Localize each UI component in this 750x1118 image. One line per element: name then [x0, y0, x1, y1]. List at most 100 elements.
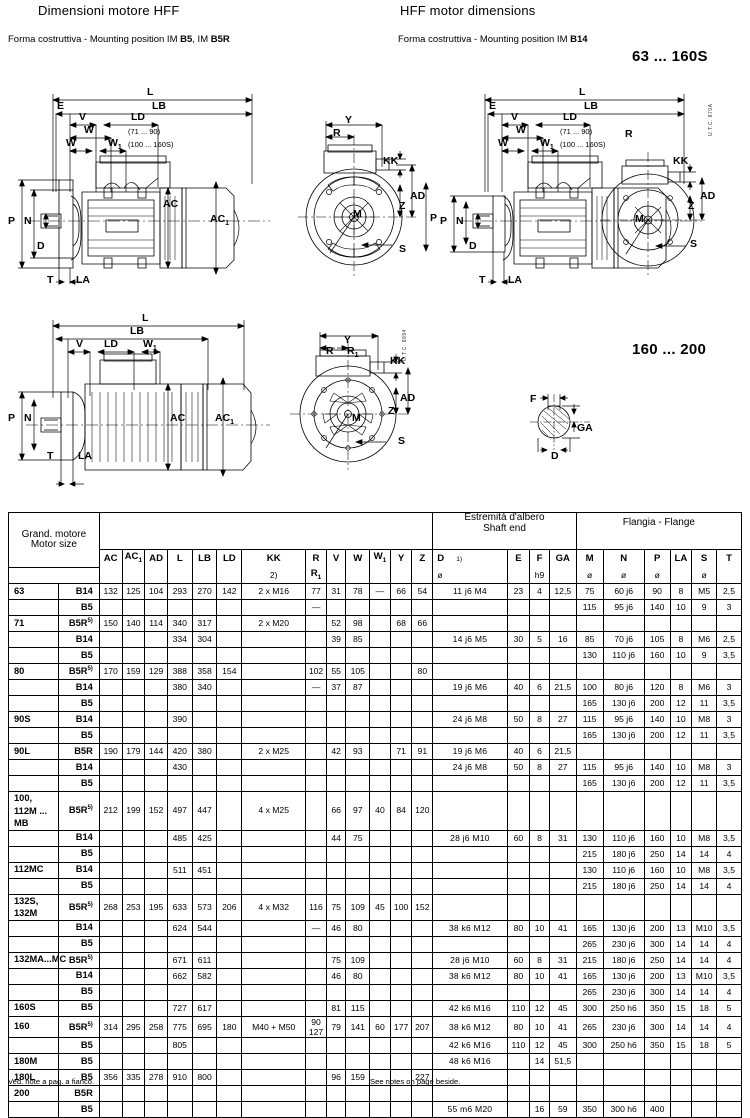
cell-R — [305, 877, 327, 895]
motor-size-cell: 90L — [8, 743, 59, 760]
cell-F: 5 — [529, 631, 550, 648]
subtitle-en-b14: B14 — [570, 34, 588, 45]
mounting-type-cell: B5R5) — [57, 663, 100, 680]
header-motor-size-pad — [8, 567, 100, 584]
cell-LD — [216, 877, 243, 895]
dim-label-L-2: L — [579, 86, 586, 98]
note-100-160S-b: (100 ... 160S) — [560, 140, 606, 149]
cell-LD — [216, 951, 243, 969]
cell-D: 55 m6 M20 — [432, 1101, 508, 1118]
size-range-bottom-label: 160 ... 200 — [632, 341, 707, 358]
cell-Z — [411, 1085, 434, 1103]
cell-W — [345, 727, 371, 744]
dim-label-LB-1: LB — [152, 100, 166, 112]
cell-V: 44 — [325, 829, 347, 847]
cell-D: 14 j6 M5 — [432, 631, 508, 648]
sub-LB — [191, 567, 218, 584]
cell-AD: 258 — [144, 1015, 168, 1039]
cell-P: 200 — [643, 695, 671, 712]
motor-size-cell — [8, 631, 59, 648]
cell-S — [691, 663, 718, 680]
cell-Y — [389, 679, 413, 696]
dim-label-LB-3: LB — [130, 325, 144, 337]
cell-W1 — [369, 679, 391, 696]
col-E: E — [506, 549, 531, 568]
cell-KK — [241, 845, 307, 863]
footnote-it: Ved. note a pag. a fianco. — [8, 1077, 95, 1086]
cell-AD: 152 — [144, 791, 168, 831]
cell-L — [166, 599, 193, 616]
cell-R — [305, 845, 327, 863]
cell-AC — [98, 935, 123, 953]
cell-AD: 129 — [144, 663, 168, 680]
cell-P: 250 — [643, 877, 671, 895]
cell-GA — [548, 861, 577, 879]
dim-label-N-2: N — [456, 215, 464, 227]
cell-Y — [389, 983, 413, 1001]
cell-Y — [389, 663, 413, 680]
col-V: V — [325, 549, 347, 568]
dim-label-W-3: W — [516, 124, 526, 136]
cell-L: 340 — [166, 615, 193, 632]
cell-L: 390 — [166, 711, 193, 728]
cell-KK — [241, 663, 307, 680]
cell-D — [432, 599, 508, 616]
cell-R — [305, 711, 327, 728]
cell-Y — [389, 1037, 413, 1055]
cell-M — [575, 1085, 604, 1103]
cell-LD — [216, 967, 243, 985]
cell-AC1: 159 — [121, 663, 146, 680]
motor-size-cell — [8, 846, 59, 863]
cell-D — [432, 877, 508, 895]
cell-KK — [241, 1053, 307, 1071]
cell-D — [432, 1085, 508, 1103]
dim-label-V-3: V — [76, 338, 84, 350]
header-spacer-2 — [98, 534, 434, 550]
subtitle-en-prefix: Forma costruttiva - Mounting position IM — [398, 34, 571, 45]
cell-E: 40 — [506, 743, 531, 760]
cell-S — [691, 743, 718, 760]
dim-label-R-1: R — [333, 127, 341, 139]
dim-label-LD-3: LD — [104, 338, 118, 350]
cell-R — [305, 615, 327, 632]
cell-S: 14 — [691, 935, 718, 953]
cell-W1 — [369, 695, 391, 712]
cell-GA — [548, 727, 577, 744]
cell-V — [325, 983, 347, 1001]
motor-size-cell — [8, 727, 59, 744]
cell-W1: — — [369, 583, 391, 600]
cell-GA — [548, 1085, 577, 1103]
cell-R — [305, 861, 327, 879]
cell-D: 48 k6 M16 — [432, 1053, 508, 1071]
cell-KK — [241, 1037, 307, 1055]
cell-E: 80 — [506, 967, 531, 985]
cell-L: 293 — [166, 583, 193, 600]
cell-T: 4 — [716, 845, 742, 863]
motor-size-cell: 132MA...MC — [8, 951, 66, 969]
cell-LA: 14 — [669, 1015, 693, 1039]
cell-M: 165 — [575, 919, 604, 937]
dim-label-F-1: F — [530, 393, 537, 405]
cell-LB — [191, 935, 218, 953]
cell-E: 60 — [506, 829, 531, 847]
shaft-cross-section-drawing — [520, 380, 630, 470]
cell-N: 130 j6 — [602, 919, 645, 937]
cell-R — [305, 791, 327, 831]
cell-M: 75 — [575, 583, 604, 600]
cell-W1 — [369, 861, 391, 879]
cell-LA — [669, 791, 693, 831]
cell-T — [716, 893, 742, 921]
cell-AD — [144, 647, 168, 664]
cell-AC — [98, 1053, 123, 1071]
cell-M — [575, 1069, 604, 1087]
cell-Y: 66 — [389, 583, 413, 600]
cell-AC: 132 — [98, 583, 123, 600]
cell-E — [506, 983, 531, 1001]
cell-P: 300 — [643, 983, 671, 1001]
cell-GA: 59 — [548, 1101, 577, 1118]
cell-LA — [669, 893, 693, 921]
cell-S: M8 — [691, 711, 718, 728]
cell-W: 97 — [345, 791, 371, 831]
